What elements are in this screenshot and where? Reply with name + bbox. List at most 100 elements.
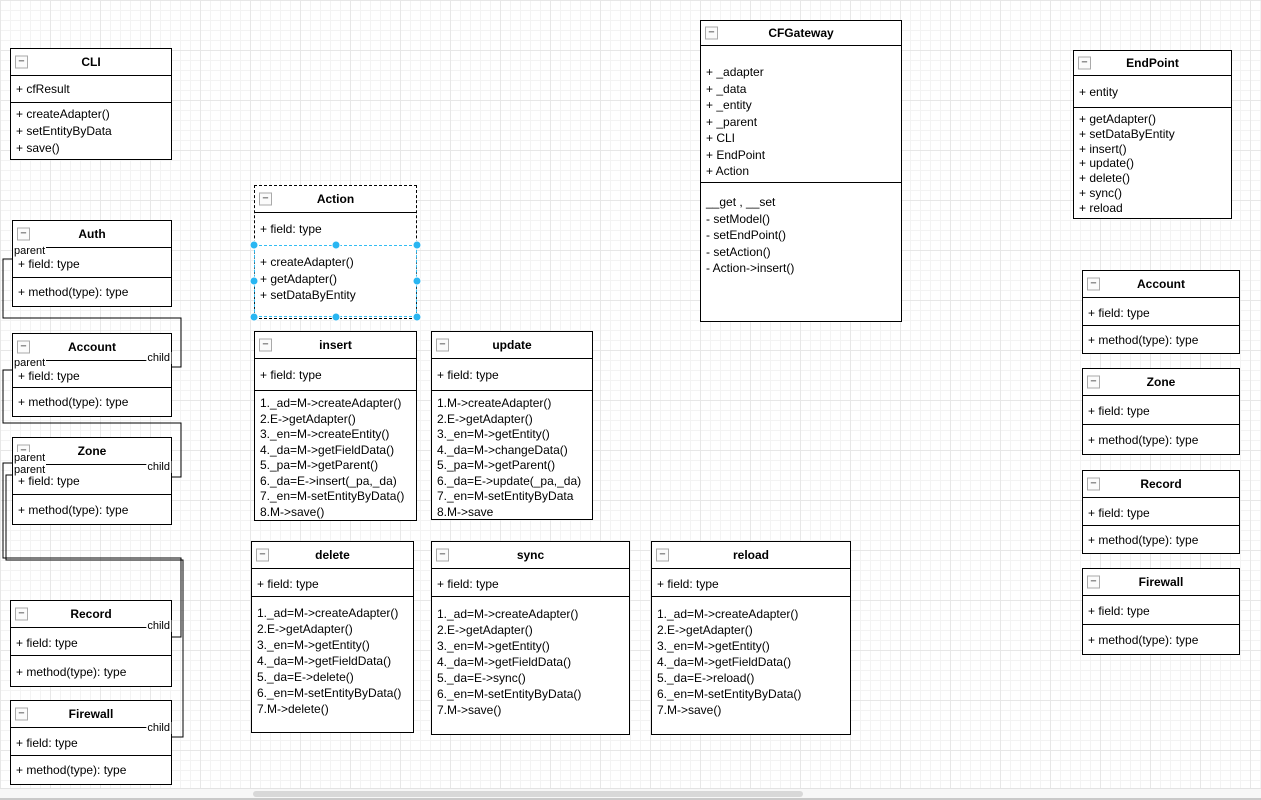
reload-fields-section[interactable]: + field: type bbox=[652, 569, 850, 597]
method-row[interactable]: 4._da=M->changeData() bbox=[437, 442, 568, 457]
method-row[interactable]: + reload bbox=[1079, 200, 1123, 215]
method-row[interactable]: 2.E->getAdapter() bbox=[657, 623, 753, 637]
edge-label-child[interactable]: child bbox=[146, 461, 171, 473]
field-row[interactable]: + field: type bbox=[18, 257, 80, 271]
field-row[interactable]: + field: type bbox=[260, 222, 322, 236]
method-row[interactable]: 6._en=M-setEntityByData() bbox=[257, 686, 402, 700]
zone-right-fields-section[interactable]: + field: type bbox=[1083, 396, 1239, 425]
method-row[interactable]: + createAdapter() bbox=[260, 255, 354, 269]
field-row[interactable]: + field: type bbox=[1088, 604, 1150, 618]
firewall-left-methods-section[interactable]: + method(type): type bbox=[11, 756, 171, 784]
field-row[interactable]: + _parent bbox=[706, 114, 758, 129]
method-row[interactable]: __get , __set bbox=[706, 195, 776, 209]
zone-left-fields-section[interactable]: + field: type bbox=[13, 465, 171, 495]
edge-label-parent[interactable]: parent bbox=[13, 464, 47, 476]
method-row[interactable]: 4._da=M->getFieldData() bbox=[260, 442, 395, 457]
method-row[interactable]: 8.M->save() bbox=[260, 504, 325, 519]
class-title-bar[interactable]: −insert bbox=[255, 332, 416, 359]
method-row[interactable]: + method(type): type bbox=[1088, 333, 1199, 347]
field-row[interactable]: + field: type bbox=[18, 369, 80, 383]
account-right-fields-section[interactable]: + field: type bbox=[1083, 298, 1239, 326]
class-title-bar[interactable]: −EndPoint bbox=[1074, 51, 1231, 76]
method-row[interactable]: 1.M->createAdapter() bbox=[437, 396, 552, 410]
firewall-left-fields-section[interactable]: + field: type bbox=[11, 728, 171, 756]
field-row[interactable]: + field: type bbox=[18, 474, 80, 488]
collapse-icon[interactable]: − bbox=[259, 338, 272, 352]
class-endpoint[interactable]: −EndPoint+ entity+ getAdapter()+ setData… bbox=[1073, 50, 1232, 219]
method-row[interactable]: 3._en=M->getEntity() bbox=[437, 639, 550, 653]
class-title-bar[interactable]: −Record bbox=[1083, 471, 1239, 498]
class-title-bar[interactable]: −Auth bbox=[13, 221, 171, 248]
collapse-icon[interactable]: − bbox=[1087, 375, 1100, 389]
collapse-icon[interactable]: − bbox=[15, 607, 28, 621]
cfgateway-methods-section[interactable]: __get , __set- setModel()- setEndPoint()… bbox=[701, 183, 901, 321]
collapse-icon[interactable]: − bbox=[256, 548, 269, 562]
method-row[interactable]: + method(type): type bbox=[1088, 433, 1199, 447]
method-row[interactable]: 2.E->getAdapter() bbox=[257, 622, 353, 636]
method-row[interactable]: + method(type): type bbox=[1088, 533, 1199, 547]
class-title-bar[interactable]: −sync bbox=[432, 542, 629, 569]
class-title-bar[interactable]: −Zone bbox=[1083, 369, 1239, 396]
record-right-fields-section[interactable]: + field: type bbox=[1083, 498, 1239, 526]
field-row[interactable]: + field: type bbox=[16, 736, 78, 750]
class-record-right[interactable]: −Record+ field: type + method(type): type bbox=[1082, 470, 1240, 554]
collapse-icon[interactable]: − bbox=[15, 707, 28, 721]
field-row[interactable]: + CLI bbox=[706, 131, 736, 145]
class-title-bar[interactable]: −Record bbox=[11, 601, 171, 628]
method-row[interactable]: + getAdapter() bbox=[260, 271, 338, 286]
connector-auth-parent-to-account-child[interactable] bbox=[2, 258, 182, 368]
method-row[interactable]: + save() bbox=[16, 141, 60, 155]
method-row[interactable]: + setDataByEntity bbox=[1079, 126, 1175, 141]
class-title-bar[interactable]: −Account bbox=[1083, 271, 1239, 298]
record-right-methods-section[interactable]: + method(type): type bbox=[1083, 526, 1239, 553]
field-row[interactable]: + field: type bbox=[1088, 306, 1150, 320]
field-row[interactable]: + field: type bbox=[1088, 404, 1150, 418]
class-title-bar[interactable]: −Action bbox=[255, 186, 416, 213]
method-row[interactable]: 6._da=E->insert(_pa,_da) bbox=[260, 473, 397, 488]
method-row[interactable]: + method(type): type bbox=[18, 285, 129, 299]
method-row[interactable]: 5._da=E->reload() bbox=[657, 671, 755, 685]
method-row[interactable]: - setAction() bbox=[706, 244, 771, 259]
class-title-bar[interactable]: −reload bbox=[652, 542, 850, 569]
field-row[interactable]: + Action bbox=[706, 164, 750, 178]
collapse-icon[interactable]: − bbox=[1087, 277, 1100, 291]
zone-left-methods-section[interactable]: + method(type): type bbox=[13, 495, 171, 524]
edge-label-child[interactable]: child bbox=[146, 352, 171, 364]
method-row[interactable]: 3._en=M->getEntity() bbox=[437, 427, 550, 441]
collapse-icon[interactable]: − bbox=[1087, 575, 1100, 589]
field-row[interactable]: + entity bbox=[1079, 85, 1119, 99]
action-methods-section[interactable]: + createAdapter()+ getAdapter()+ setData… bbox=[255, 246, 416, 318]
record-left-fields-section[interactable]: + field: type bbox=[11, 628, 171, 656]
connector-zone-parent-to-firewall-child[interactable] bbox=[5, 474, 184, 738]
account-left-methods-section[interactable]: + method(type): type bbox=[13, 388, 171, 416]
zone-right-methods-section[interactable]: + method(type): type bbox=[1083, 425, 1239, 454]
class-cfgateway[interactable]: −CFGateway+ _adapter+ _data+ _entity+ _p… bbox=[700, 20, 902, 322]
method-row[interactable]: 8.M->save bbox=[437, 504, 494, 519]
edge-label-child[interactable]: child bbox=[146, 620, 171, 632]
edge-label-parent[interactable]: parent bbox=[13, 245, 47, 257]
edge-label-child[interactable]: child bbox=[146, 722, 171, 734]
field-row[interactable]: + field: type bbox=[437, 577, 499, 591]
field-row[interactable]: + _data bbox=[706, 81, 747, 96]
class-title-bar[interactable]: −Firewall bbox=[11, 701, 171, 728]
class-action[interactable]: −Action + field: type + createAdapter() + g… bbox=[254, 185, 417, 319]
class-account-right[interactable]: −Account + field: type + method(type): typ… bbox=[1082, 270, 1240, 354]
method-row[interactable]: 3._en=M->getEntity() bbox=[257, 638, 370, 652]
insert-fields-section[interactable]: + field: type bbox=[255, 359, 416, 391]
field-row[interactable]: + field: type bbox=[16, 636, 78, 650]
method-row[interactable]: 1._ad=M->createAdapter() bbox=[437, 607, 579, 621]
collapse-icon[interactable]: − bbox=[259, 192, 272, 206]
method-row[interactable]: + setEntityByData bbox=[16, 124, 112, 138]
field-row[interactable]: + cfResult bbox=[16, 82, 70, 96]
method-row[interactable]: 7._en=M-setEntityByData() bbox=[260, 489, 405, 503]
class-title-bar[interactable]: −Firewall bbox=[1083, 569, 1239, 596]
method-row[interactable]: + update() bbox=[1079, 156, 1135, 171]
method-row[interactable]: 2.E->getAdapter() bbox=[437, 411, 533, 426]
firewall-right-methods-section[interactable]: + method(type): type bbox=[1083, 625, 1239, 654]
delete-methods-section[interactable]: 1._ad=M->createAdapter()2.E->getAdapter(… bbox=[252, 597, 413, 732]
method-row[interactable]: 2.E->getAdapter() bbox=[260, 411, 356, 426]
method-row[interactable]: 7.M->save() bbox=[657, 703, 722, 717]
